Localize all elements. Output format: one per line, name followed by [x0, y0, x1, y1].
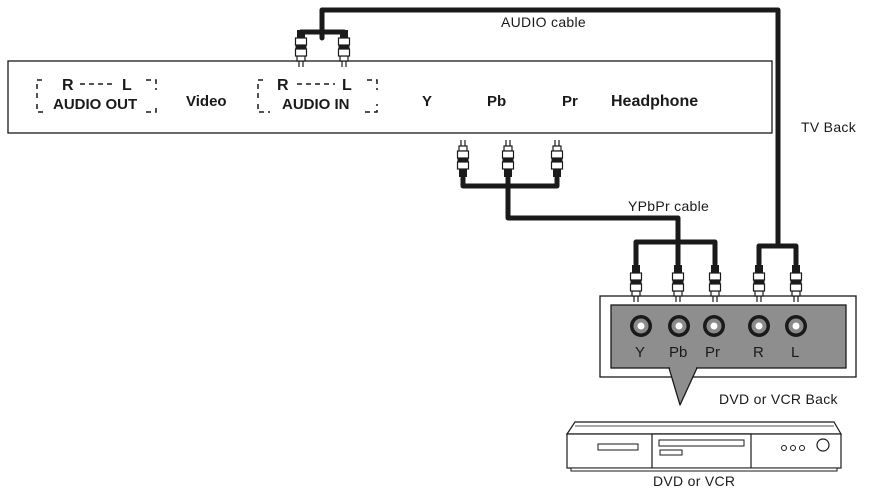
dvd-r-jack [748, 315, 770, 337]
dvd-label: DVD or VCR [653, 473, 735, 489]
audio-in-r-plug [294, 29, 308, 68]
ypbpr-pb-plug [501, 139, 515, 178]
dvd-y-plug [629, 264, 643, 303]
pr-label: Pr [562, 93, 578, 110]
tv-back-label: TV Back [801, 119, 857, 135]
audio-in-bracket [257, 79, 378, 113]
dvd-r-plug [752, 264, 766, 303]
audio-out-label: AUDIO OUT [53, 96, 137, 113]
ypbpr-pr-plug [550, 139, 564, 178]
dvd-vcr-device [565, 421, 843, 472]
pb-label: Pb [487, 93, 506, 110]
audio-in-l-label: L [342, 77, 352, 94]
audio-cable [319, 7, 781, 247]
audio-out-l-label: L [122, 77, 132, 94]
dvd-l-jack-label: L [791, 344, 799, 361]
dvd-pb-plug [671, 264, 685, 303]
dvd-y-jack [630, 315, 652, 337]
dvd-pb-jack [668, 315, 690, 337]
dvd-l-plug [789, 264, 803, 303]
video-label: Video [186, 93, 227, 110]
audio-cable-fork-bottom [756, 243, 799, 267]
headphone-label: Headphone [611, 93, 698, 110]
audio-in-l-plug [337, 29, 351, 68]
audio-in-label: AUDIO IN [282, 96, 350, 113]
y-label: Y [422, 93, 432, 110]
dvd-pr-jack-label: Pr [705, 344, 720, 361]
audio-out-r-label: R [62, 77, 74, 94]
dvd-r-jack-label: R [753, 344, 764, 361]
ypbpr-y-plug [456, 139, 470, 178]
dvd-l-jack [785, 315, 807, 337]
audio-in-r-label: R [277, 77, 289, 94]
dvd-pb-jack-label: Pb [669, 344, 687, 361]
dvd-pr-plug [708, 264, 722, 303]
ypbpr-cable-label: YPbPr cable [628, 198, 709, 214]
ypbpr-cable-fork-bottom [633, 239, 718, 267]
audio-cable-label: AUDIO cable [501, 14, 586, 30]
dvd-back-label: DVD or VCR Back [719, 391, 839, 407]
tv-back-panel [7, 60, 773, 134]
dvd-y-jack-label: Y [635, 344, 645, 361]
dvd-pr-jack [703, 315, 725, 337]
audio-out-bracket [36, 79, 157, 113]
